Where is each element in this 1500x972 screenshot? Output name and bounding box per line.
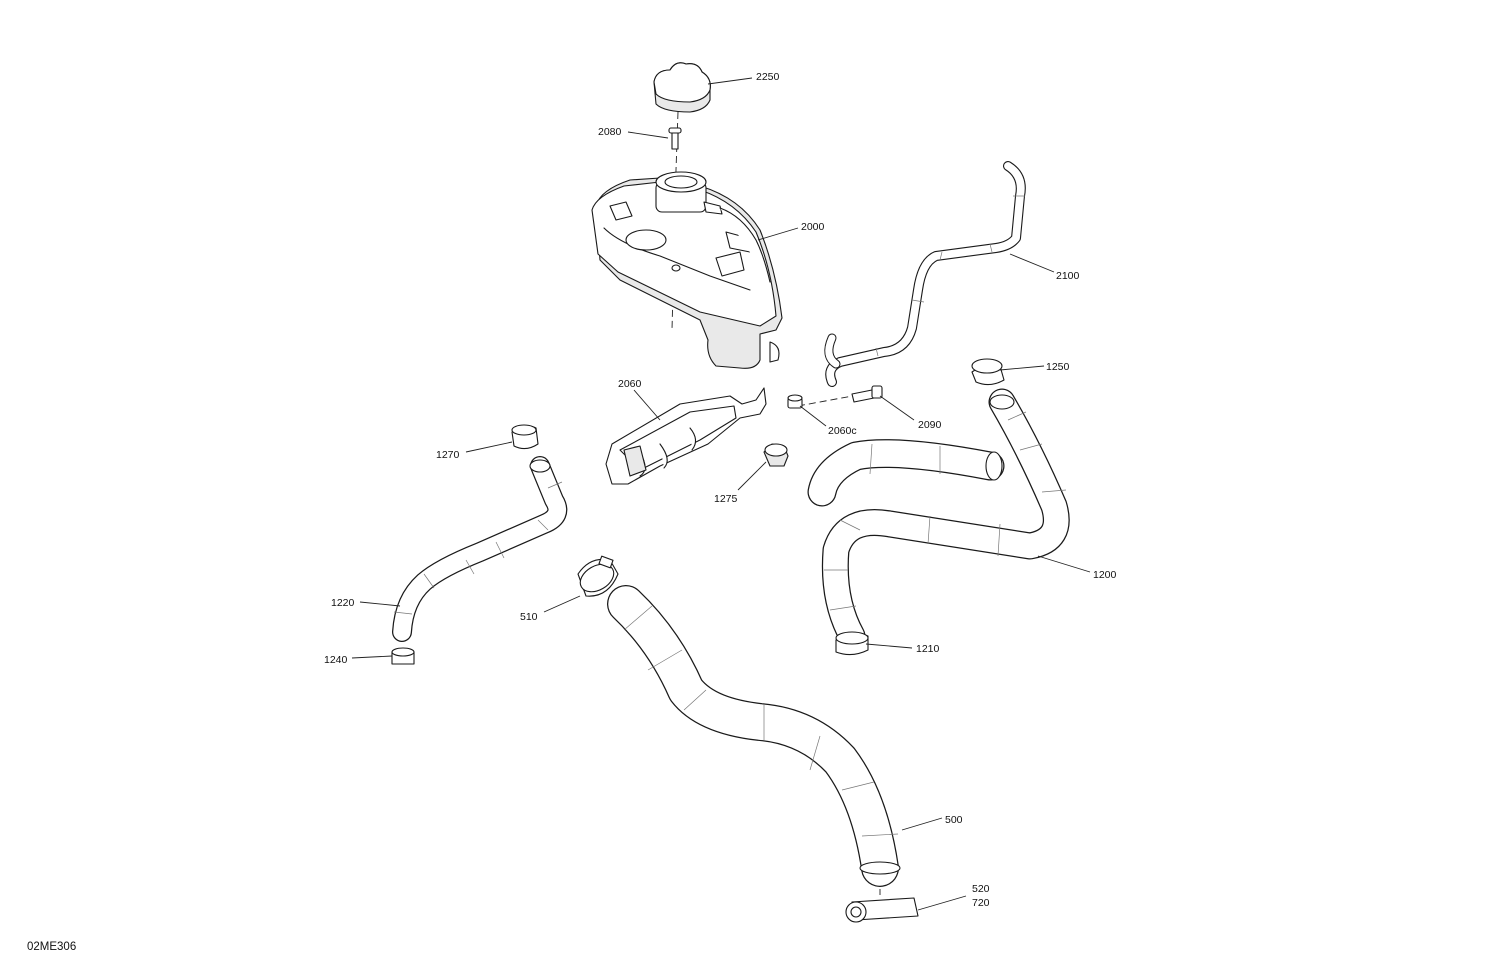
callout-520: 520	[972, 883, 990, 895]
callout-1250: 1250	[1046, 361, 1070, 373]
clamp-1210-part[interactable]	[835, 631, 869, 656]
callout-2250: 2250	[756, 71, 780, 83]
leader-lines	[351, 77, 1091, 911]
reservoir-bracket-part[interactable]	[605, 387, 767, 485]
coolant-reservoir-part[interactable]	[591, 171, 783, 369]
callout-2000: 2000	[801, 221, 825, 233]
clamp-520-720-part[interactable]	[845, 897, 919, 923]
radiator-hose-500-part[interactable]	[607, 585, 901, 887]
clamp-510-part[interactable]	[575, 555, 619, 597]
callout-720: 720	[972, 897, 990, 909]
radiator-hose-1200-part[interactable]	[807, 388, 1070, 650]
overflow-hose-part[interactable]	[824, 161, 1026, 387]
callout-1220: 1220	[331, 597, 355, 609]
reference-code: 02ME306	[27, 941, 76, 953]
cap-nut-part[interactable]	[763, 443, 789, 467]
callout-labels: 2250 2080 2000 2100 2060 2060c 2090 1250…	[324, 71, 1117, 909]
callout-510: 510	[520, 611, 538, 623]
callout-2060: 2060	[618, 378, 642, 390]
bolt-part[interactable]	[851, 385, 883, 403]
clamp-1270-part[interactable]	[511, 424, 539, 450]
callout-2090: 2090	[918, 419, 942, 431]
callout-2080: 2080	[598, 126, 622, 138]
callout-1270: 1270	[436, 449, 460, 461]
hose-1220-part[interactable]	[392, 456, 568, 642]
radiator-cap-part[interactable]	[653, 62, 711, 113]
callout-2060c: 2060c	[828, 425, 857, 437]
screw-part[interactable]	[668, 127, 682, 150]
callout-1275: 1275	[714, 493, 738, 505]
callout-1240: 1240	[324, 654, 348, 666]
callout-1210: 1210	[916, 643, 940, 655]
clamp-1250-part[interactable]	[971, 358, 1005, 386]
callout-500: 500	[945, 814, 963, 826]
fitting-part[interactable]	[787, 394, 803, 409]
clamp-1240-part[interactable]	[391, 647, 415, 665]
callout-2100: 2100	[1056, 270, 1080, 282]
callout-1200: 1200	[1093, 569, 1117, 581]
